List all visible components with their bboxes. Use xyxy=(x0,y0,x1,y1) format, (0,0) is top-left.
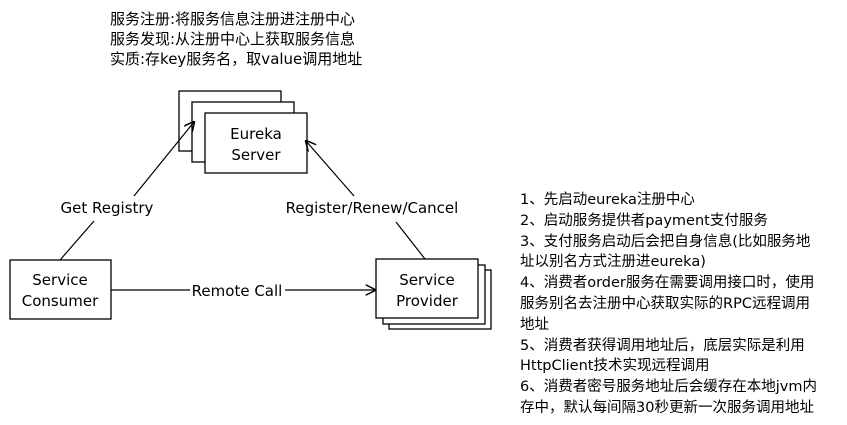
service-provider-node: Service Provider xyxy=(375,258,492,330)
eureka-server-node: Eureka Server xyxy=(178,90,308,174)
remote-call-label: Remote Call xyxy=(192,282,283,300)
get-registry-label: Get Registry xyxy=(61,199,154,217)
consumer-box xyxy=(9,259,112,320)
step-line: HttpClient技术实现远程调用 xyxy=(520,358,710,375)
note-line: 服务注册:将服务信息注册进注册中心 xyxy=(110,10,356,28)
step-line: 4、消费者order服务在需要调用接口时，使用 xyxy=(520,275,815,292)
step-line: 5、消费者获得调用地址后，底层实际是利用 xyxy=(520,337,805,354)
consumer-label-line2: Consumer xyxy=(22,292,99,310)
note-line: 服务发现:从注册中心上获取服务信息 xyxy=(110,30,356,48)
service-consumer-node: Service Consumer xyxy=(9,259,112,320)
step-line: 存中，默认每间隔30秒更新一次服务调用地址 xyxy=(520,399,814,416)
step-line: 1、先启动eureka注册中心 xyxy=(520,192,695,208)
consumer-label-line1: Service xyxy=(32,271,87,289)
note-line: 实质:存key服务名，取value调用地址 xyxy=(110,50,363,68)
step-line: 址以别名方式注册进eureka) xyxy=(520,254,706,271)
step-line: 地址 xyxy=(520,316,549,333)
step-line: 6、消费者密号服务地址后会缓存在本地jvm内 xyxy=(520,379,817,396)
remote-call-edge: Remote Call xyxy=(111,282,375,300)
register-edge: Register/Renew/Cancel xyxy=(286,141,459,260)
workflow-steps: 1、先启动eureka注册中心 2、启动服务提供者payment支付服务 3、支… xyxy=(520,190,845,419)
stack-front-box xyxy=(204,112,308,174)
step-line: 服务别名去注册中心获取实际的RPC远程调用 xyxy=(520,295,810,312)
step-line: 2、启动服务提供者payment支付服务 xyxy=(520,212,768,229)
step-line: 3、支付服务启动后会把自身信息(比如服务地 xyxy=(520,233,811,250)
provider-label-line1: Service xyxy=(399,271,454,289)
register-label: Register/Renew/Cancel xyxy=(286,199,459,217)
provider-label-line2: Provider xyxy=(396,292,459,310)
concept-notes: 服务注册:将服务信息注册进注册中心 服务发现:从注册中心上获取服务信息 实质:存… xyxy=(110,9,362,69)
eureka-label-line1: Eureka xyxy=(230,125,282,143)
eureka-label-line2: Server xyxy=(231,146,281,164)
get-registry-edge: Get Registry xyxy=(59,122,194,261)
